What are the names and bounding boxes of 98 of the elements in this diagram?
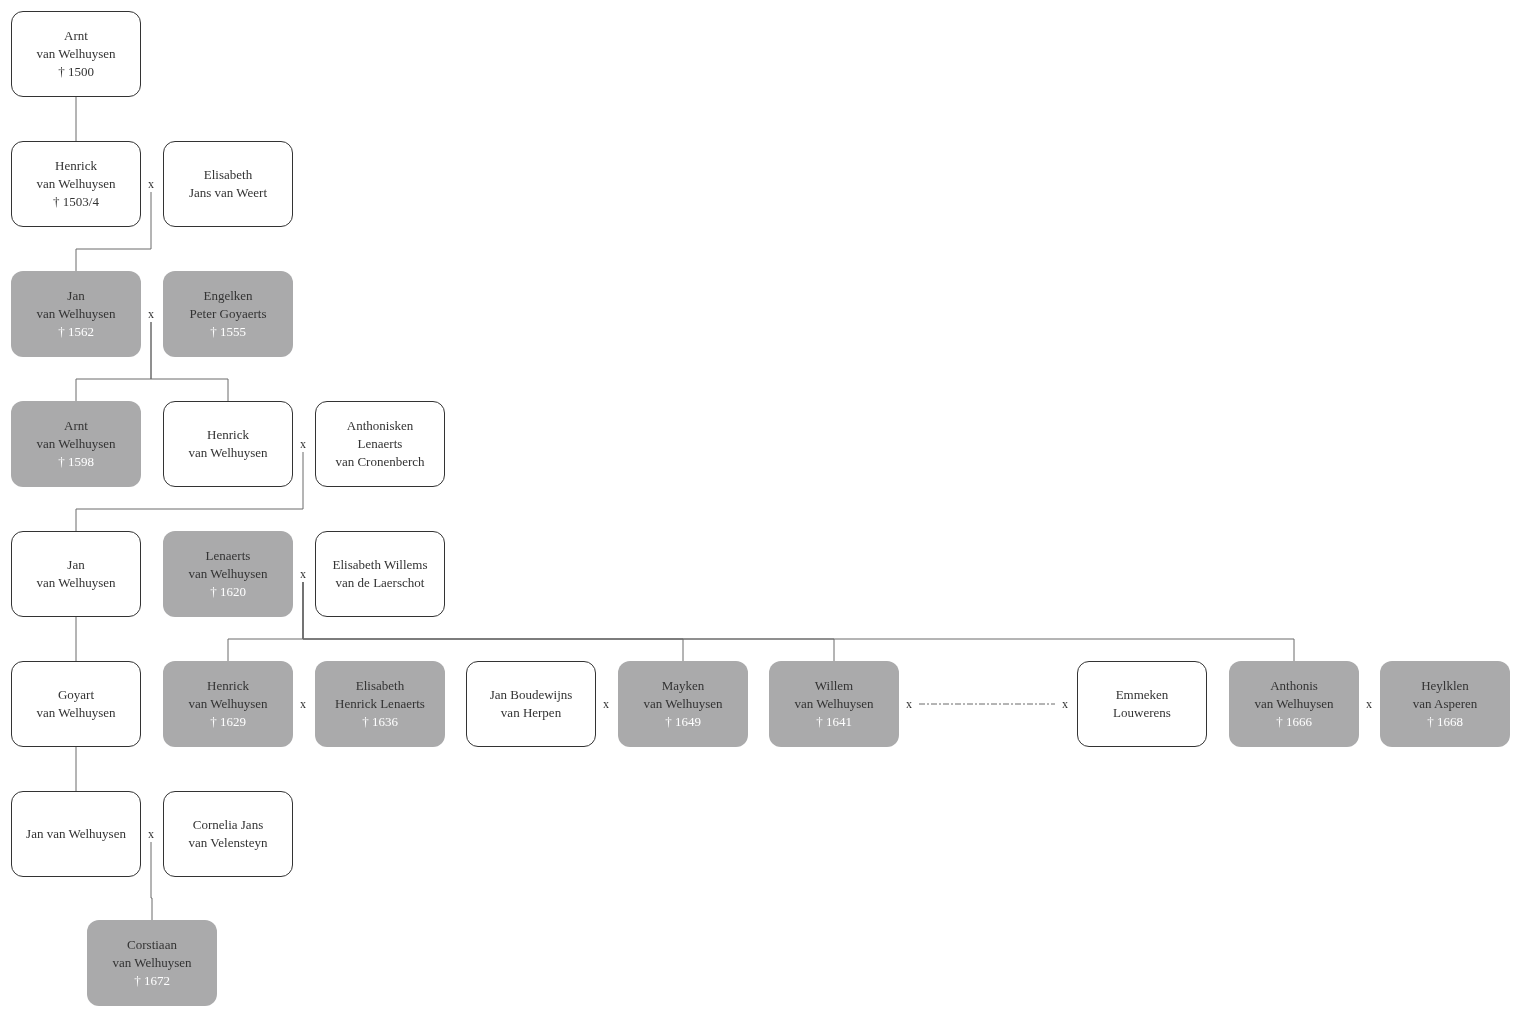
death-date: † 1668 [1427, 713, 1463, 731]
person-box [618, 661, 748, 747]
person-text: Jan [67, 556, 85, 574]
person-text: Jans van Weert [188, 184, 268, 202]
marriage-sign: x [903, 696, 915, 712]
marriage-sign: x [145, 176, 157, 192]
descent-line [302, 581, 1295, 662]
person-box [11, 141, 141, 227]
person-box [11, 661, 141, 747]
person-text: van Welhuysen [36, 435, 116, 453]
person-box [315, 531, 445, 617]
person-text: Lenaerts [205, 547, 251, 565]
person-text: † 1503/4 [53, 193, 99, 211]
person-text: Emmeken [1115, 686, 1169, 704]
person-text: † 1500 [58, 63, 94, 81]
marriage-sign: x [297, 696, 309, 712]
descent-line [75, 616, 77, 662]
person-text: van Velensteyn [188, 834, 268, 852]
marriage-sign: x [297, 436, 309, 452]
marriage-sign: x [145, 826, 157, 842]
marriage-sign: x [1059, 696, 1071, 712]
person-box [163, 141, 293, 227]
person-text: Arnt [64, 417, 88, 435]
person-box [466, 661, 596, 747]
person-text: Anthonis [1270, 677, 1318, 695]
person-box [163, 531, 293, 617]
person-text: Peter Goyaerts [189, 305, 267, 323]
death-date: † 1636 [362, 713, 398, 731]
person-box [1077, 661, 1207, 747]
marriage-line [918, 703, 1056, 705]
person-text: van de Laerschot [335, 574, 425, 592]
person-box [769, 661, 899, 747]
person-text: Cornelia Jans [192, 816, 264, 834]
person-text: Engelken [203, 287, 253, 305]
death-date: † 1629 [210, 713, 246, 731]
descent-line [75, 746, 77, 792]
person-text: van Welhuysen [188, 695, 268, 713]
death-date: † 1562 [58, 323, 94, 341]
death-date: † 1672 [134, 972, 170, 990]
person-text: van Cronenberch [335, 453, 425, 471]
marriage-sign: x [145, 306, 157, 322]
person-text: Henrick [207, 426, 249, 444]
person-text: Henrick [55, 157, 97, 175]
person-box [11, 401, 141, 487]
person-text: van Welhuysen [188, 444, 268, 462]
person-box [163, 791, 293, 877]
person-text: Henrick [207, 677, 249, 695]
person-box [11, 11, 141, 97]
descent-line [75, 96, 77, 142]
marriage-sign: x [600, 696, 612, 712]
person-text: Mayken [661, 677, 705, 695]
person-box [315, 401, 445, 487]
death-date: † 1641 [816, 713, 852, 731]
person-text: Elisabeth [355, 677, 405, 695]
person-text: van Welhuysen [36, 305, 116, 323]
person-text: van Welhuysen [794, 695, 874, 713]
descent-line [150, 321, 229, 402]
death-date: † 1649 [665, 713, 701, 731]
person-box [163, 661, 293, 747]
person-box [1229, 661, 1359, 747]
person-text: Jan van Welhuysen [26, 825, 126, 843]
person-box [11, 791, 141, 877]
person-text: Jan [67, 287, 85, 305]
person-text: van Welhuysen [643, 695, 723, 713]
marriage-sign: x [297, 566, 309, 582]
person-text: van Asperen [1412, 695, 1478, 713]
person-box [11, 531, 141, 617]
person-text: Elisabeth Willems [332, 556, 428, 574]
person-text: Willem [814, 677, 854, 695]
person-text: van Welhuysen [1254, 695, 1334, 713]
person-text: Elisabeth [203, 166, 253, 184]
death-date: † 1555 [210, 323, 246, 341]
person-text: van Welhuysen [36, 175, 116, 193]
person-text: van Welhuysen [188, 565, 268, 583]
person-text: Corstiaan [127, 936, 177, 954]
person-text: Goyart [57, 686, 95, 704]
person-text: Jan Boudewijns [489, 686, 573, 704]
person-text: van Welhuysen [36, 45, 116, 63]
person-text: van Welhuysen [36, 704, 116, 722]
death-date: † 1666 [1276, 713, 1312, 731]
person-box [87, 920, 217, 1006]
marriage-sign: x [1363, 696, 1375, 712]
person-text: Heylklen [1421, 677, 1469, 695]
person-text: Lenaerts [357, 435, 403, 453]
person-box [11, 271, 141, 357]
person-text: Henrick Lenaerts [335, 695, 425, 713]
person-text: van Welhuysen [36, 574, 116, 592]
person-text: van Welhuysen [112, 954, 192, 972]
death-date: † 1598 [58, 453, 94, 471]
person-box [163, 401, 293, 487]
person-text: Anthonisken [346, 417, 414, 435]
person-text: Arnt [64, 27, 88, 45]
person-box [163, 271, 293, 357]
person-box [315, 661, 445, 747]
person-text: van Herpen [500, 704, 562, 722]
person-text: Louwerens [1113, 704, 1171, 722]
person-box [1380, 661, 1510, 747]
death-date: † 1620 [210, 583, 246, 601]
